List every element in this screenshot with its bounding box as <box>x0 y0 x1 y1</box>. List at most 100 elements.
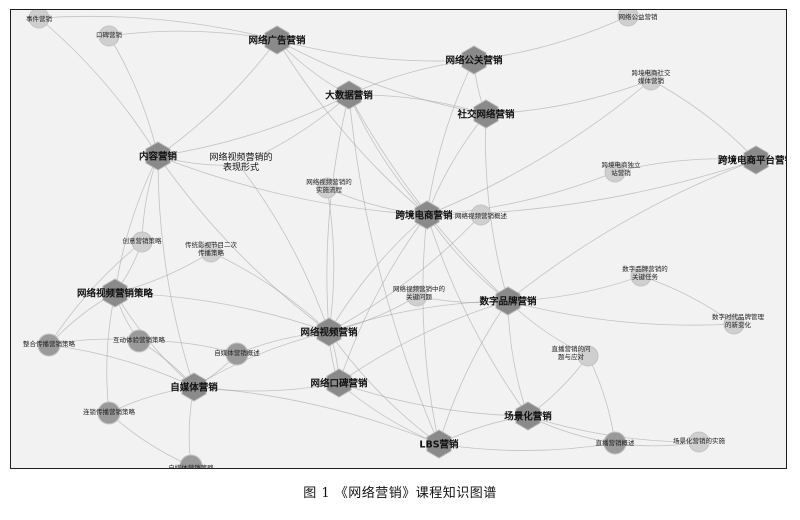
edge-koubei-changjing <box>338 382 529 417</box>
node-label-koubei: 网络口碑营销 <box>310 378 368 390</box>
edge-kuajing-koubei <box>338 214 428 384</box>
edge-shejiao-kuajing <box>426 113 487 216</box>
node-label-chuangyi: 创意营销策略 <box>123 236 163 245</box>
node-label-zhenghe: 整合传播营销策略 <box>23 339 76 348</box>
node-lianhuan[interactable] <box>97 401 121 425</box>
node-label-zimeitigaishu: 自媒体营销概述 <box>214 348 260 357</box>
edge-shuzipinpai-koubei <box>338 300 509 384</box>
edge-dashuju-kuajing <box>348 94 428 216</box>
node-shuzitiaozhan[interactable] <box>630 265 652 287</box>
edge-gongguan-kuajing <box>426 59 475 216</box>
node-shidai[interactable] <box>723 313 745 335</box>
node-chuantong[interactable] <box>200 241 222 263</box>
node-chuangyi[interactable] <box>131 231 153 253</box>
nodes <box>28 10 769 469</box>
edge-neirong-zimeiti <box>157 155 195 388</box>
node-lbs[interactable] <box>426 429 452 459</box>
edge-shuzipinpai-shidai <box>507 300 735 326</box>
edge-pingtai-shuzipinpai <box>507 159 757 302</box>
node-changjing[interactable] <box>515 401 541 431</box>
node-label-guanggao: 网络广告营销 <box>248 35 306 47</box>
node-label-kuajing: 跨境电商营销 <box>395 210 453 222</box>
node-hudong[interactable] <box>127 329 151 353</box>
edge-neirong-shipin <box>157 155 330 333</box>
node-label-changjingshishi: 场景化营销的实施 <box>673 436 726 445</box>
node-koubei2[interactable] <box>98 25 120 47</box>
node-guanjian[interactable] <box>406 285 428 307</box>
edge-shejiao-dashuju <box>348 94 487 115</box>
node-label-guanjian: 网络视频营销中的关键问题 <box>393 284 446 301</box>
edge-koubei-lbs <box>338 382 440 445</box>
node-zimeitigaishu[interactable] <box>225 342 249 366</box>
node-shishi[interactable] <box>316 177 338 199</box>
edge-celue-chuantong <box>114 251 212 294</box>
node-label-neirong: 内容营销 <box>139 151 178 163</box>
node-label-hudong: 互动体验营销策略 <box>113 335 166 344</box>
node-label-dashuju: 大数据营销 <box>325 90 373 102</box>
node-shipin[interactable] <box>316 317 342 347</box>
edge-neirong-celue <box>114 155 159 294</box>
edge-kuajing-shipin <box>328 214 428 333</box>
node-label-biaoxian: 网络视频营销的表现形式 <box>209 151 272 173</box>
node-shuzipinpai[interactable] <box>495 286 521 316</box>
node-label-kuajingshejiao: 跨境电商社交媒体营销 <box>632 68 672 85</box>
edge-zimeiti-zhenghe <box>48 344 195 388</box>
node-kuajing[interactable] <box>414 200 440 230</box>
node-neirong[interactable] <box>145 141 171 171</box>
node-guanggao[interactable] <box>264 25 290 55</box>
node-label-changjing: 场景化营销 <box>504 411 552 423</box>
node-dashuju[interactable] <box>336 80 362 110</box>
edge-guanggao-shijian <box>38 15 278 41</box>
node-zhenghe[interactable] <box>37 333 61 357</box>
edge-shuzipinpai-shipin <box>328 300 509 333</box>
node-label-shidai: 数字时代品牌管理的新变化 <box>712 312 765 329</box>
edge-shipin-chuantong <box>210 251 330 333</box>
node-label-lianhuan: 连锁传播营销策略 <box>83 407 136 416</box>
node-label-shipin: 网络视频营销 <box>300 327 358 339</box>
edge-pingtai-duli <box>614 158 757 173</box>
node-duli[interactable] <box>604 161 626 183</box>
node-zhibogaishu[interactable] <box>603 431 627 455</box>
node-shejiao[interactable] <box>473 99 499 129</box>
edge-shipin-shishi <box>326 187 335 333</box>
edge-neirong-kuajing <box>157 155 428 216</box>
edge-guanggao-shejiao <box>276 39 487 115</box>
edge-chuangyi-zhenghe <box>48 241 143 346</box>
node-gaishu[interactable] <box>470 204 492 226</box>
edge-neirong-koubei2 <box>108 35 159 157</box>
node-gongguan[interactable] <box>461 45 487 75</box>
edge-kuajing-duli <box>426 171 616 216</box>
edge-lianhuan-zimeiticelue <box>108 412 192 467</box>
node-label-shijian: 事件营销 <box>26 14 53 23</box>
edge-zimeiti-koubei <box>193 382 340 392</box>
node-label-gongguan: 网络公关营销 <box>445 55 503 67</box>
node-pingtai[interactable] <box>743 145 769 175</box>
node-wenti[interactable] <box>577 345 599 367</box>
node-label-shishi: 网络视频营销的实施流程 <box>306 177 352 194</box>
knowledge-graph-canvas: 事件营销口碑营销网络广告营销网络公关营销网络公益营销跨境电商社交媒体营销大数据营… <box>23 10 787 469</box>
figure-caption: 图 1 《网络营销》课程知识图谱 <box>303 486 497 501</box>
edge-guanggao-koubei2 <box>108 30 278 41</box>
node-label-zhibogaishu: 直播营销概述 <box>596 438 636 447</box>
edge-kuajing-kuajingshejiao <box>426 79 652 216</box>
node-label-koubei2: 口碑营销 <box>96 30 123 39</box>
node-label-celue: 网络视频营销策略 <box>77 288 154 300</box>
node-changjingshishi[interactable] <box>688 431 710 453</box>
node-shijian[interactable] <box>28 10 50 29</box>
edge-shejiao-shuzipinpai <box>485 113 509 302</box>
edge-dashuju-lbs <box>348 94 440 445</box>
node-koubei[interactable] <box>326 368 352 398</box>
node-zimeiti[interactable] <box>181 372 207 402</box>
node-kuajingshejiao[interactable] <box>640 69 662 91</box>
node-gongyi[interactable] <box>617 10 639 27</box>
node-zimeiticelue[interactable] <box>179 454 203 469</box>
node-celue[interactable] <box>102 278 128 308</box>
knowledge-graph: 事件营销口碑营销网络广告营销网络公关营销网络公益营销跨境电商社交媒体营销大数据营… <box>10 9 787 469</box>
edge-shipin-gaishu <box>328 214 482 333</box>
edge-shipin-celue <box>114 292 330 333</box>
node-label-pingtai: 跨境电商平台营销 <box>718 155 787 167</box>
edge-guanggao-gongguan <box>276 39 475 62</box>
node-label-gaishu: 网络视频营销概述 <box>455 211 508 220</box>
node-label-zimeiticelue: 自媒体营销策略 <box>168 463 214 469</box>
edge-celue-zimeiti <box>114 292 195 388</box>
